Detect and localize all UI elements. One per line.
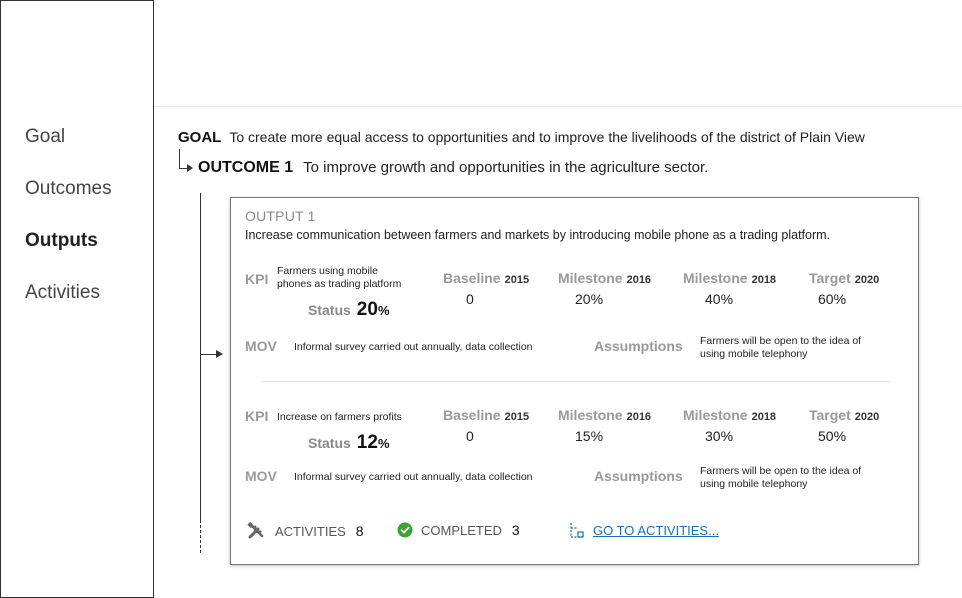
sidebar-item-activities[interactable]: Activities: [25, 282, 100, 303]
sidebar-item-outcomes[interactable]: Outcomes: [25, 178, 112, 199]
check-circle-icon: [397, 522, 413, 538]
output-title: OUTPUT 1: [245, 208, 316, 224]
assumptions-line: Farmers will be open to the idea of: [700, 465, 862, 477]
output-description: Increase communication between farmers a…: [245, 228, 831, 242]
goal-row: GOAL To create more equal access to oppor…: [178, 129, 865, 146]
milestone-value: 40%: [705, 291, 734, 307]
status-unit: %: [377, 436, 390, 451]
assumptions-line: using mobile telephony: [700, 348, 808, 360]
go-to-activities-link[interactable]: GO TO ACTIVITIES...: [593, 523, 719, 538]
baseline-label: Baseline: [443, 270, 501, 286]
assumptions-text: Farmers will be open to the idea of usin…: [700, 335, 861, 361]
target-value: 50%: [818, 428, 847, 444]
target-label: Target: [809, 270, 851, 286]
kpi-text-line: Increase on farmers profits: [277, 411, 402, 423]
header-divider: [154, 106, 962, 107]
outcome-tree-line: [200, 193, 201, 523]
milestone-label: Milestone: [683, 270, 748, 286]
assumptions-line: using mobile telephony: [700, 478, 808, 490]
output-card: OUTPUT 1 Increase communication between …: [230, 197, 919, 565]
baseline-label: Baseline: [443, 407, 501, 423]
kpi-status: Status 12%: [308, 432, 390, 454]
tools-icon: [247, 521, 267, 540]
target-label: Target: [809, 407, 851, 423]
milestone-year: 2016: [626, 411, 652, 423]
activities-label: ACTIVITIES: [275, 523, 346, 539]
arrow-right-icon: [216, 350, 223, 358]
baseline-year: 2015: [504, 274, 530, 286]
mov-text: Informal survey carried out annually, da…: [294, 341, 533, 353]
goal-text: To create more equal access to opportuni…: [229, 129, 865, 145]
mov-label: MOV: [245, 338, 277, 354]
mov-text: Informal survey carried out annually, da…: [294, 471, 533, 483]
completed-summary: COMPLETED 3: [397, 522, 520, 538]
baseline-year: 2015: [504, 411, 530, 423]
milestone-label: Milestone: [558, 270, 623, 286]
completed-count: 3: [511, 522, 520, 538]
kpi-label: KPI: [245, 408, 269, 424]
assumptions-line: Farmers will be open to the idea of: [700, 335, 862, 347]
kpi-text: Farmers using mobile phones as trading p…: [277, 265, 401, 291]
activities-count: 8: [355, 523, 364, 539]
milestone-label: Milestone: [558, 407, 623, 423]
status-label: Status: [308, 435, 351, 451]
outcome-label: OUTCOME 1: [198, 159, 294, 176]
baseline-value: 0: [466, 291, 474, 307]
sidebar-item-goal[interactable]: Goal: [25, 126, 66, 147]
go-to-icon: [569, 522, 585, 539]
status-value: 20: [356, 299, 378, 320]
milestone-year: 2016: [626, 274, 652, 286]
status-value: 12: [356, 432, 378, 453]
milestone-label: Milestone: [683, 407, 748, 423]
output-branch-line: [201, 354, 217, 355]
target-value: 60%: [818, 291, 847, 307]
go-to-activities-link-wrap: GO TO ACTIVITIES...: [569, 522, 719, 539]
outcome-row: OUTCOME 1 To improve growth and opportuni…: [198, 159, 708, 177]
assumptions-label: Assumptions: [594, 468, 683, 484]
kpi-text: Increase on farmers profits: [277, 411, 402, 424]
assumptions-label: Assumptions: [594, 338, 683, 354]
baseline-value: 0: [466, 428, 474, 444]
target-year: 2020: [854, 274, 880, 286]
assumptions-text: Farmers will be open to the idea of usin…: [700, 465, 861, 491]
status-unit: %: [377, 303, 390, 318]
kpi-text-line: Farmers using mobile: [277, 265, 378, 277]
milestone-value: 30%: [705, 428, 734, 444]
milestone-value: 15%: [575, 428, 604, 444]
outcome-tree-line-dashed: [200, 525, 201, 553]
arrow-right-icon: [187, 164, 193, 172]
goal-outcome-connector: [179, 149, 188, 169]
sidebar: Goal Outcomes Outputs Activities: [0, 0, 154, 598]
milestone-year: 2018: [751, 411, 777, 423]
kpi-label: KPI: [245, 271, 269, 287]
outcome-text: To improve growth and opportunities in t…: [303, 159, 709, 176]
kpi-divider: [261, 381, 890, 382]
goal-label: GOAL: [178, 129, 222, 146]
kpi-text-line: phones as trading platform: [277, 278, 402, 290]
status-label: Status: [308, 302, 351, 318]
kpi-status: Status 20%: [308, 299, 390, 321]
completed-label: COMPLETED: [421, 522, 502, 538]
target-year: 2020: [854, 411, 880, 423]
milestone-value: 20%: [575, 291, 604, 307]
activities-summary: ACTIVITIES 8: [247, 521, 364, 540]
milestone-year: 2018: [751, 274, 777, 286]
mov-label: MOV: [245, 468, 277, 484]
sidebar-item-outputs[interactable]: Outputs: [25, 230, 98, 251]
